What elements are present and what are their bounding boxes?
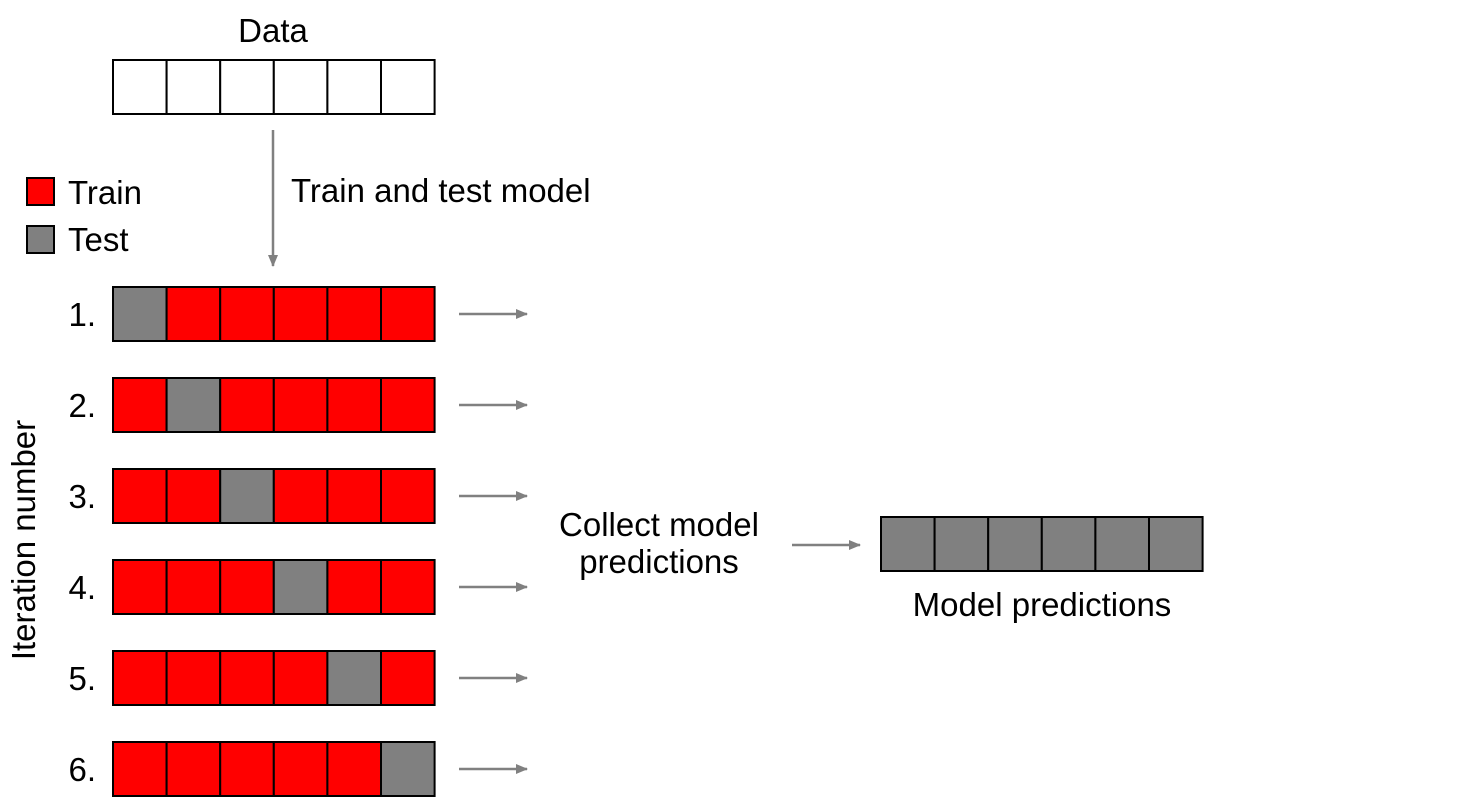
fold-cell: [112, 650, 168, 706]
fold-cell: [165, 377, 222, 433]
fold-cell: [272, 741, 329, 797]
fold-cell: [380, 650, 436, 706]
fold-cell: [165, 286, 222, 342]
fold-cell: [380, 741, 436, 797]
iteration-number: 3.: [68, 478, 96, 515]
legend-test-label: Test: [68, 221, 129, 258]
fold-cell: [219, 468, 275, 524]
fold-cell: [380, 377, 436, 433]
iteration-rows: 1. 2. 3. 4. 5. 6.: [68, 286, 528, 797]
fold-cell: [326, 377, 382, 433]
data-row: [112, 59, 436, 115]
iteration-row: 3.: [68, 468, 528, 524]
fold-cell: [219, 559, 275, 615]
legend-train-label: Train: [68, 174, 142, 211]
fold-cell: [272, 650, 329, 706]
legend: Train Test: [26, 174, 142, 258]
data-cell: [380, 59, 436, 115]
fold-cell: [219, 650, 275, 706]
fold-cell: [219, 286, 275, 342]
prediction-cell: [1148, 516, 1204, 572]
prediction-cell: [880, 516, 936, 572]
prediction-cell: [933, 516, 990, 572]
fold-cell: [380, 286, 436, 342]
fold-cell: [219, 377, 275, 433]
fold-cell: [272, 286, 329, 342]
data-cell: [272, 59, 329, 115]
fold-cell: [326, 559, 382, 615]
fold-cell: [380, 468, 436, 524]
collect-label-line1: Collect model: [559, 506, 759, 543]
iteration-axis-label: Iteration number: [5, 420, 42, 660]
iteration-row: 2.: [68, 377, 528, 433]
prediction-cell: [1040, 516, 1097, 572]
data-cell: [112, 59, 168, 115]
predictions-row: [880, 516, 1204, 572]
data-cell: [219, 59, 275, 115]
data-cell: [326, 59, 382, 115]
iteration-row: 6.: [68, 741, 528, 797]
iteration-number: 4.: [68, 569, 96, 606]
iteration-row: 1.: [68, 286, 528, 342]
fold-cell: [326, 650, 382, 706]
fold-cell: [112, 468, 168, 524]
iteration-row: 4.: [68, 559, 528, 615]
fold-cell: [272, 377, 329, 433]
fold-cell: [112, 286, 168, 342]
fold-cell: [165, 650, 222, 706]
iteration-row: 5.: [68, 650, 528, 706]
prediction-cell: [1094, 516, 1151, 572]
fold-cell: [272, 559, 329, 615]
fold-cell: [112, 377, 168, 433]
predictions-label: Model predictions: [913, 586, 1172, 623]
iteration-number: 2.: [68, 387, 96, 424]
fold-cell: [165, 468, 222, 524]
fold-cell: [112, 741, 168, 797]
fold-cell: [326, 286, 382, 342]
fold-cell: [165, 559, 222, 615]
fold-cell: [112, 559, 168, 615]
fold-cell: [219, 741, 275, 797]
fold-cell: [165, 741, 222, 797]
process-label: Train and test model: [291, 172, 591, 209]
data-cell: [165, 59, 222, 115]
fold-cell: [272, 468, 329, 524]
iteration-number: 1.: [68, 296, 96, 333]
legend-test-swatch: [26, 225, 55, 254]
fold-cell: [326, 741, 382, 797]
legend-train-swatch: [26, 177, 55, 206]
iteration-number: 5.: [68, 660, 96, 697]
iteration-number: 6.: [68, 751, 96, 788]
collect-label-line2: predictions: [579, 543, 739, 580]
fold-cell: [380, 559, 436, 615]
fold-cell: [326, 468, 382, 524]
prediction-cell: [987, 516, 1043, 572]
data-label: Data: [238, 12, 308, 49]
